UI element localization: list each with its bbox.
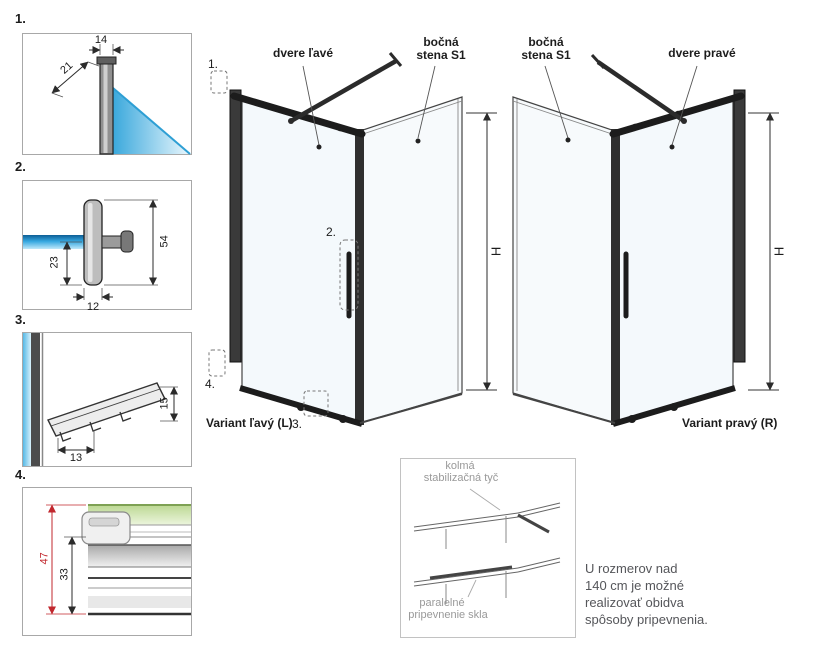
- side-wall-pane: [512, 96, 616, 424]
- right-variant-drawing: [512, 53, 779, 427]
- glass-strip: [23, 333, 31, 466]
- perpendicular-label-line1: kolmá: [445, 460, 475, 472]
- bottom-roller: [670, 403, 678, 411]
- dim-label-12: 12: [86, 301, 100, 313]
- left-variant-caption: Variant ľavý (L): [206, 416, 293, 430]
- left-door-label: dvere ľavé: [273, 46, 333, 60]
- dimension-33: [64, 536, 86, 615]
- door-label-leader: [302, 65, 320, 146]
- dimension-15: [160, 386, 178, 422]
- stabilizer-bar: [289, 59, 398, 123]
- wall-profile: [229, 89, 242, 363]
- callout-4-label: 4.: [205, 377, 216, 391]
- callout-4-marker: [208, 349, 226, 377]
- roller: [631, 123, 639, 131]
- wall-strip: [31, 333, 40, 466]
- dim-label-47: 47: [38, 552, 51, 565]
- mounting-info-box: [400, 458, 576, 638]
- bottom-roller: [297, 403, 305, 411]
- note-line2: 140 cm je možné: [585, 578, 684, 593]
- detail-2-drawing: [23, 199, 158, 301]
- clamp-knob-head: [120, 230, 134, 253]
- detail-4-drawing: [46, 504, 191, 616]
- info-sketches: [413, 488, 561, 604]
- clamp-body: [83, 199, 103, 286]
- profile-cap: [96, 56, 117, 65]
- stabilizer-bar: [596, 60, 686, 123]
- stabilizer-sketch-perpendicular: [413, 502, 561, 549]
- right-height-label: H: [771, 246, 787, 257]
- note-line3: realizovať obidva: [585, 595, 684, 610]
- callout-1-label: 1.: [208, 57, 219, 71]
- wall-label-leader: [544, 65, 569, 139]
- height-dimension: [748, 112, 779, 391]
- door-pane: [618, 97, 734, 424]
- detail-1-drawing: [51, 44, 191, 155]
- left-variant-drawing: [208, 52, 497, 427]
- left-wall-label-line1: bočná: [423, 35, 459, 49]
- detail-2-number: 2.: [15, 159, 26, 174]
- parallel-label-line1: paralelné: [419, 597, 465, 609]
- note-line4: spôsoby pripevnenia.: [585, 612, 708, 627]
- dim-label-14: 14: [94, 34, 108, 46]
- parallel-label-leader: [467, 579, 477, 598]
- door-label-leader: [671, 65, 698, 146]
- dimension-13: [57, 430, 95, 454]
- dim-label-23: 23: [48, 256, 61, 269]
- wall-label-leader: [417, 65, 436, 139]
- detail-4-number: 4.: [15, 467, 26, 482]
- stabilizer-wall-cap: [388, 52, 403, 67]
- parallel-label-line2: pripevnenie skla: [408, 609, 488, 621]
- height-dimension: [466, 112, 497, 391]
- callout-2-marker: [339, 239, 359, 311]
- dim-label-13: 13: [69, 452, 83, 464]
- dim-label-15: 15: [158, 397, 171, 410]
- stabilizer-sketch-parallel: [413, 557, 561, 604]
- detail-3-drawing: [23, 333, 178, 466]
- detail-3-number: 3.: [15, 312, 26, 327]
- clamp-knob-shaft: [101, 235, 122, 249]
- dimension-14: [89, 44, 124, 55]
- dimension-47: [46, 504, 86, 615]
- side-wall-pane: [359, 96, 463, 424]
- dimension-54: [104, 199, 158, 286]
- left-height-label: H: [488, 246, 504, 257]
- callout-2-label: 2.: [326, 225, 337, 239]
- bracket-top-view: [81, 511, 131, 545]
- bottom-roller: [339, 415, 347, 423]
- left-wall-label-line2: stena S1: [416, 48, 466, 62]
- profile-section: [47, 382, 166, 437]
- dimension-12: [73, 288, 113, 301]
- dimension-23: [60, 241, 82, 286]
- corner-profile: [611, 129, 620, 425]
- stabilizer-wall-cap: [590, 53, 606, 70]
- roller: [336, 124, 344, 132]
- corner-profile: [355, 129, 364, 425]
- perpendicular-label-line2: stabilizačná tyč: [423, 472, 499, 484]
- right-wall-label-line2: stena S1: [521, 48, 571, 62]
- callout-1-marker: [210, 70, 228, 94]
- dimension-21: [51, 61, 100, 98]
- detail-1-number: 1.: [15, 11, 26, 26]
- door-pane: [241, 97, 357, 424]
- dim-label-33: 33: [58, 568, 71, 581]
- right-wall-label-line1: bočná: [528, 35, 564, 49]
- perpendicular-label-leader: [469, 488, 501, 511]
- callout-3-marker: [303, 390, 329, 417]
- profile-band: [88, 545, 191, 567]
- bottom-roller: [628, 415, 636, 423]
- right-door-label: dvere pravé: [668, 46, 736, 60]
- note-line1: U rozmerov nad: [585, 561, 678, 576]
- dim-label-54: 54: [158, 235, 171, 248]
- right-variant-caption: Variant pravý (R): [682, 416, 778, 430]
- callout-3-label: 3.: [292, 417, 303, 431]
- wall-profile: [733, 89, 746, 363]
